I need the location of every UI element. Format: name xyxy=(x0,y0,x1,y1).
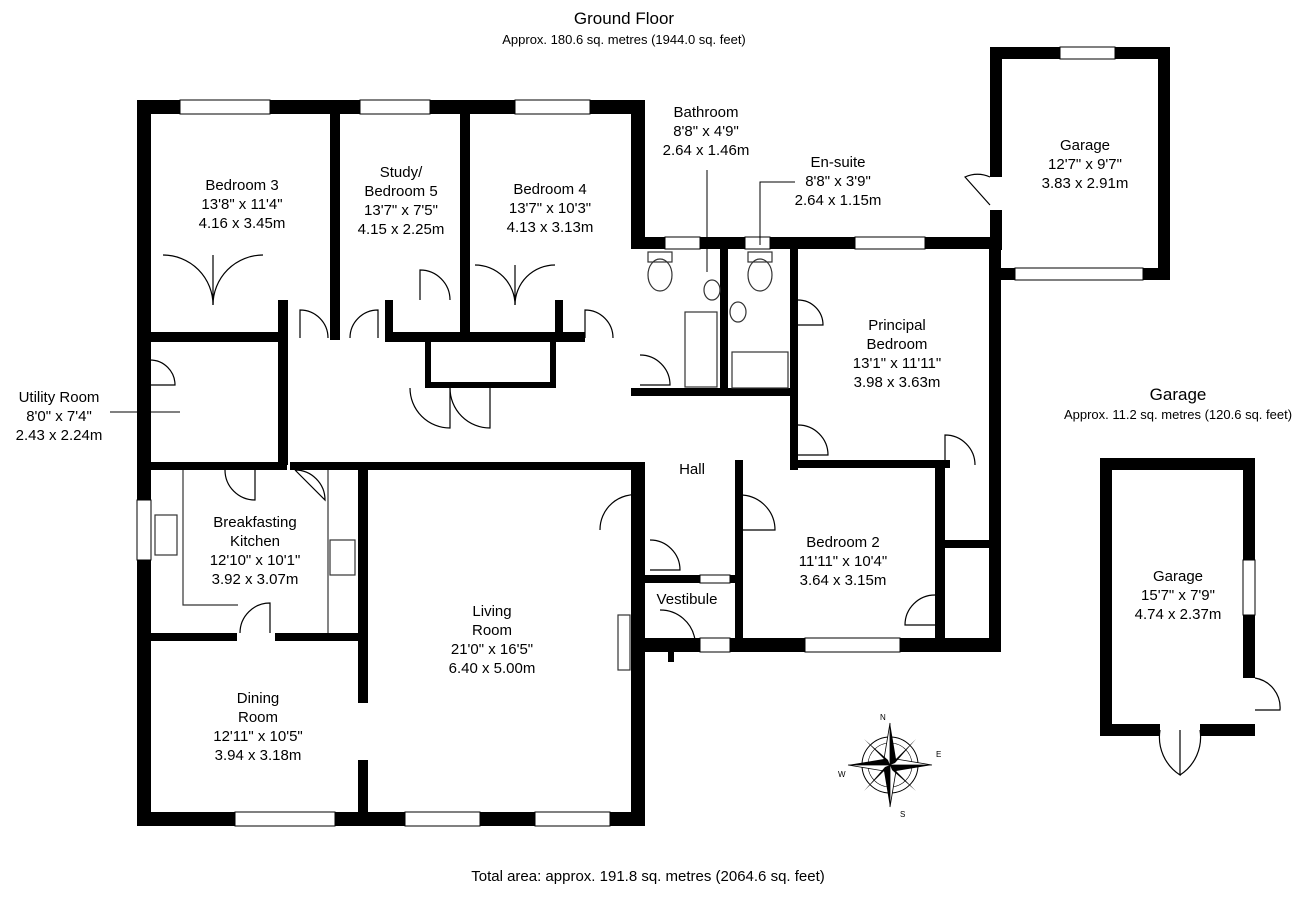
compass-w-label: W xyxy=(838,770,846,779)
room-label-line: 4.13 x 3.13m xyxy=(506,219,594,236)
compass-rose-icon: N S E W xyxy=(838,713,941,819)
floor-title: Ground Floor xyxy=(573,9,675,28)
room-label-line: Utility Room xyxy=(18,389,100,406)
room-label-line: 13'1" x 11'11" xyxy=(852,355,942,372)
room-label-principal: Principal Bedroom 13'1" x 11'11" 3.98 x … xyxy=(853,316,941,392)
room-label-line: Dining xyxy=(236,690,280,707)
room-label-line: Bedroom 2 xyxy=(806,534,880,551)
room-label-line: Principal xyxy=(868,317,926,334)
fixtures xyxy=(154,251,789,671)
garage-area: Approx. 11.2 sq. metres (120.6 sq. feet) xyxy=(1063,407,1293,422)
room-label-line: 8'0" x 7'4" xyxy=(26,408,92,425)
room-label-hall: Hall xyxy=(679,460,705,479)
room-label-utility: Utility Room 8'0" x 7'4" 2.43 x 2.24m xyxy=(16,388,103,445)
compass-e-label: E xyxy=(936,750,941,759)
room-label-line: Bedroom xyxy=(866,336,928,353)
room-label-line: 3.92 x 3.07m xyxy=(211,571,299,588)
room-label-line: 13'7" x 7'5" xyxy=(364,202,438,219)
total-area: Total area: approx. 191.8 sq. metres (20… xyxy=(471,868,825,885)
walls xyxy=(137,100,1001,826)
room-label-garage-detached: Garage 15'7" x 7'9" 4.74 x 2.37m xyxy=(1135,567,1222,624)
room-label-bathroom: Bathroom 8'8" x 4'9" 2.64 x 1.46m xyxy=(663,103,750,160)
doors xyxy=(149,254,976,641)
room-label-line: 15'7" x 7'9" xyxy=(1141,587,1215,604)
room-label-line: Garage xyxy=(1152,568,1204,585)
room-label-study: Study/ Bedroom 5 13'7" x 7'5" 4.15 x 2.2… xyxy=(358,163,445,239)
room-label-line: 8'8" x 3'9" xyxy=(805,173,871,190)
room-label-line: 3.83 x 2.91m xyxy=(1041,175,1129,192)
room-label-bedroom2: Bedroom 2 11'11" x 10'4" 3.64 x 3.15m xyxy=(799,533,887,590)
room-label-line: Bedroom 5 xyxy=(364,183,438,200)
room-label-line: Living xyxy=(472,603,512,620)
compass-n-label: N xyxy=(880,713,886,722)
room-label-line: 21'0" x 16'5" xyxy=(450,641,534,658)
room-label-line: 8'8" x 4'9" xyxy=(673,123,739,140)
windows xyxy=(136,99,926,827)
room-label-line: Hall xyxy=(679,461,705,478)
room-label-bedroom3: Bedroom 3 13'8" x 11'4" 4.16 x 3.45m xyxy=(199,176,286,233)
room-label-line: 3.94 x 3.18m xyxy=(214,747,302,764)
room-label-living: Living Room 21'0" x 16'5" 6.40 x 5.00m xyxy=(449,602,536,678)
room-label-bedroom4: Bedroom 4 13'7" x 10'3" 4.13 x 3.13m xyxy=(507,180,594,237)
compass-s-label: S xyxy=(900,810,905,819)
room-label-line: Bathroom xyxy=(673,104,739,121)
room-label-line: Bedroom 4 xyxy=(513,181,587,198)
room-label-line: Kitchen xyxy=(229,533,281,550)
room-label-line: Bedroom 3 xyxy=(205,177,279,194)
room-label-line: 4.16 x 3.45m xyxy=(198,215,286,232)
room-label-kitchen: Breakfasting Kitchen 12'10" x 10'1" 3.92… xyxy=(210,513,301,589)
room-label-line: 3.64 x 3.15m xyxy=(799,572,887,589)
room-label-line: 12'11" x 10'5" xyxy=(213,728,303,745)
room-label-line: 2.64 x 1.15m xyxy=(794,192,882,209)
room-label-line: 12'7" x 9'7" xyxy=(1048,156,1122,173)
entrance-arrow-icon xyxy=(663,642,679,662)
room-label-garage-top: Garage 12'7" x 9'7" 3.83 x 2.91m xyxy=(1042,136,1129,193)
floor-area: Approx. 180.6 sq. metres (1944.0 sq. fee… xyxy=(502,32,746,47)
room-label-line: 3.98 x 3.63m xyxy=(853,374,941,391)
room-label-ensuite: En-suite 8'8" x 3'9" 2.64 x 1.15m xyxy=(795,153,882,210)
room-label-line: Garage xyxy=(1059,137,1111,154)
room-label-line: En-suite xyxy=(810,154,866,171)
room-label-line: 2.43 x 2.24m xyxy=(15,427,103,444)
room-label-line: 6.40 x 5.00m xyxy=(448,660,536,677)
room-label-line: Vestibule xyxy=(656,591,718,608)
room-label-line: 12'10" x 10'1" xyxy=(209,552,301,569)
room-label-line: Study/ xyxy=(379,164,423,181)
room-label-line: Room xyxy=(471,622,512,639)
room-label-dining: Dining Room 12'11" x 10'5" 3.94 x 3.18m xyxy=(213,689,303,765)
room-label-line: 11'11" x 10'4" xyxy=(798,553,888,570)
garage-title: Garage xyxy=(1149,385,1207,404)
room-label-line: Breakfasting xyxy=(213,514,297,531)
room-label-vestibule: Vestibule xyxy=(657,590,718,609)
room-label-line: 2.64 x 1.46m xyxy=(662,142,750,159)
room-label-line: Room xyxy=(237,709,278,726)
room-label-line: 4.74 x 2.37m xyxy=(1134,606,1222,623)
room-label-line: 13'8" x 11'4" xyxy=(201,196,283,213)
room-label-line: 13'7" x 10'3" xyxy=(508,200,592,217)
room-label-line: 4.15 x 2.25m xyxy=(357,221,445,238)
